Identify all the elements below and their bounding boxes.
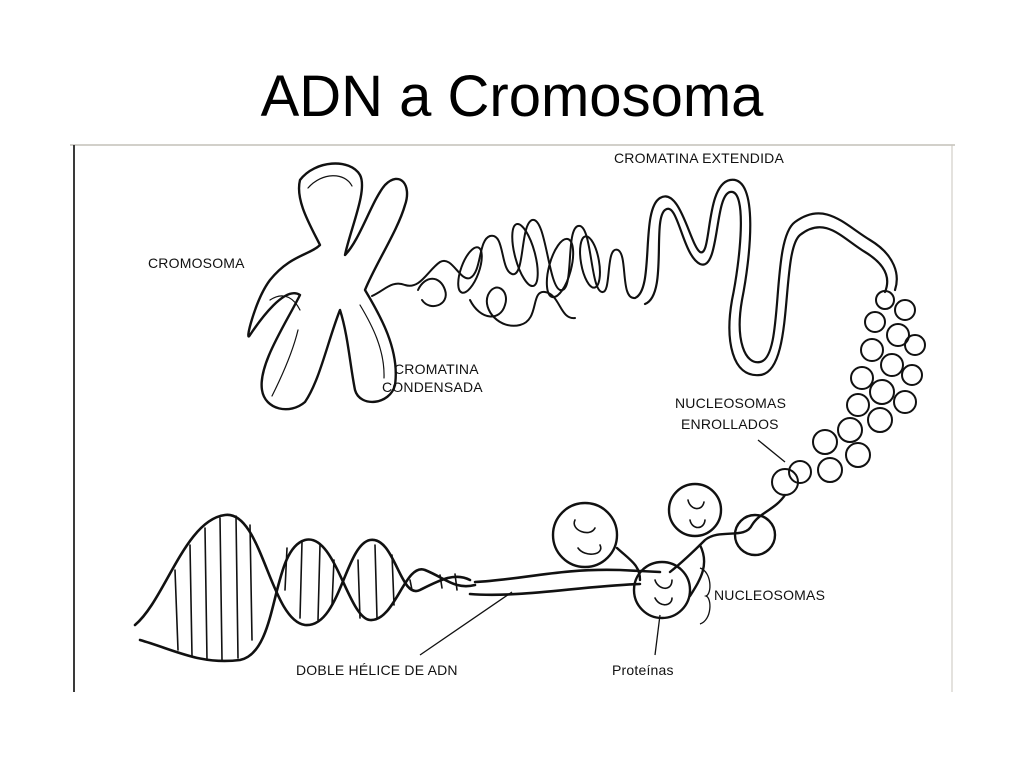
extended-chromatin-illustration — [633, 178, 898, 377]
condensed-chromatin-illustration — [371, 219, 636, 327]
label-proteinas: Proteínas — [612, 662, 674, 678]
label-nucleosomas-enrollados-2: ENROLLADOS — [681, 416, 779, 432]
label-cromatina-extendida: CROMATINA EXTENDIDA — [614, 150, 784, 166]
label-cromatina-condensada-1: CROMATINA — [394, 361, 479, 377]
leader-lines — [419, 439, 786, 656]
nucleosome-chain-illustration — [551, 482, 787, 620]
label-cromatina-condensada-2: CONDENSADA — [382, 379, 483, 395]
label-nucleosomas: NUCLEOSOMAS — [714, 587, 825, 603]
dna-double-helix-illustration — [133, 513, 662, 663]
label-doble-helice: DOBLE HÉLICE DE ADN — [296, 662, 458, 678]
label-nucleosomas-enrollados-1: NUCLEOSOMAS — [675, 395, 786, 411]
slide-title: ADN a Cromosoma — [260, 64, 764, 129]
label-cromosoma: CROMOSOMA — [148, 255, 245, 271]
coiled-nucleosomes-illustration — [771, 290, 926, 496]
chromosome-illustration — [247, 162, 409, 411]
figure-frame — [70, 144, 955, 692]
